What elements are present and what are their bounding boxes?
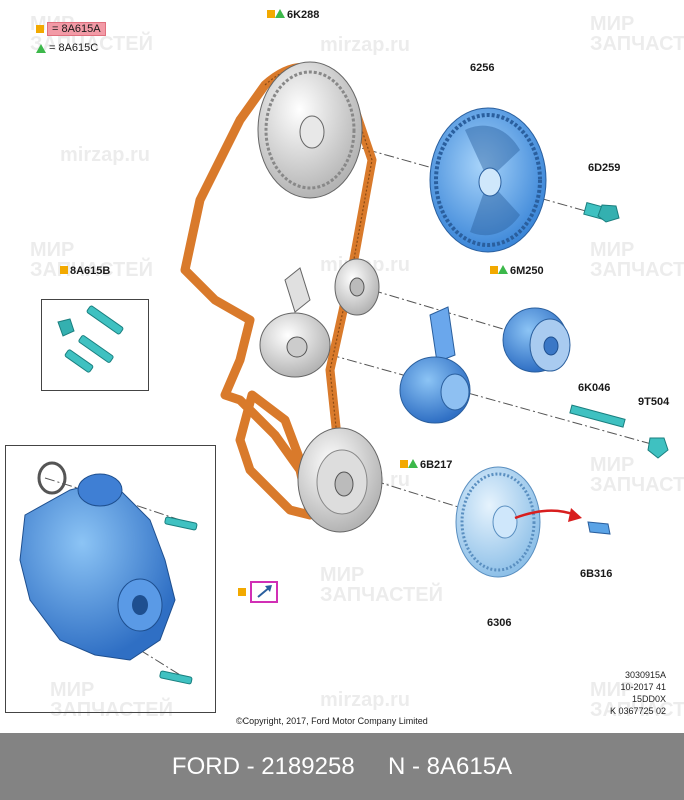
ref-code: 3030915A [624,670,666,680]
square-icon [267,10,275,18]
bolts-8a615b [57,305,124,373]
water-pump-assembly [19,461,198,685]
square-icon [490,266,498,274]
legend-item-1: = 8A615A [36,22,106,36]
arrow-icon[interactable] [250,581,278,603]
square-icon [36,25,44,33]
grey-tensioner [259,267,331,378]
bolts-kit-box [41,299,149,391]
triangle-icon [275,9,285,18]
triangle-icon [498,265,508,274]
part-label-8a615b[interactable]: 8A615B [60,265,110,277]
part-label-6k046[interactable]: 6K046 [578,382,611,394]
bolt-6d259 [583,202,620,223]
legend-text-1: = 8A615A [47,22,106,36]
footer-bar: FORD - 2189258 N - 8A615A [0,733,684,800]
part-label-6b316[interactable]: 6B316 [580,568,613,580]
tensioner-6b217 [399,306,471,424]
legend-item-2: = 8A615C [36,42,98,54]
ref-code: K 0367725 02 [609,706,666,716]
part-label-6b217[interactable]: 6B217 [400,459,452,471]
grey-cam-pulley [257,61,363,199]
footer-code: N - 8A615A [388,752,513,780]
grey-idler [334,258,380,316]
watermark-site: mirzap.ru [320,689,411,711]
triangle-icon [408,459,418,468]
square-icon [400,460,408,468]
legend-text-2: = 8A615C [49,42,99,54]
watermark-site: mirzap.ru [60,144,151,166]
crank-sprocket-6306 [455,466,541,578]
copyright-text: ©Copyright, 2017, Ford Motor Company Lim… [236,716,428,726]
square-icon [60,266,68,274]
part-label-6d259[interactable]: 6D259 [588,162,621,174]
part-label-6256[interactable]: 6256 [470,62,495,74]
bolt-6k046 [569,404,626,428]
nut-9t504 [647,437,669,459]
key-6b316 [587,521,611,535]
exploded-diagram [19,61,669,685]
footer-brand: FORD - 2189258 [171,752,355,780]
part-label-9t504[interactable]: 9T504 [638,396,670,408]
part-label-6306[interactable]: 6306 [487,617,512,629]
camshaft-sprocket-6256 [429,107,547,253]
grey-crank-pulley [297,427,383,533]
idler-6m250 [502,307,571,373]
reference-codes: 3030915A 10-2017 41 15DD0X K 0367725 02 [610,669,666,717]
ref-code: 15DD0X [631,694,666,704]
water-pump-box [5,445,216,713]
part-label-6m250[interactable]: 6M250 [490,265,544,277]
ref-code: 10-2017 41 [620,682,666,692]
watermark-site: mirzap.ru [320,34,411,56]
part-label-6k288[interactable]: 6K288 [267,9,319,21]
square-icon [238,588,246,596]
triangle-icon [36,43,46,53]
